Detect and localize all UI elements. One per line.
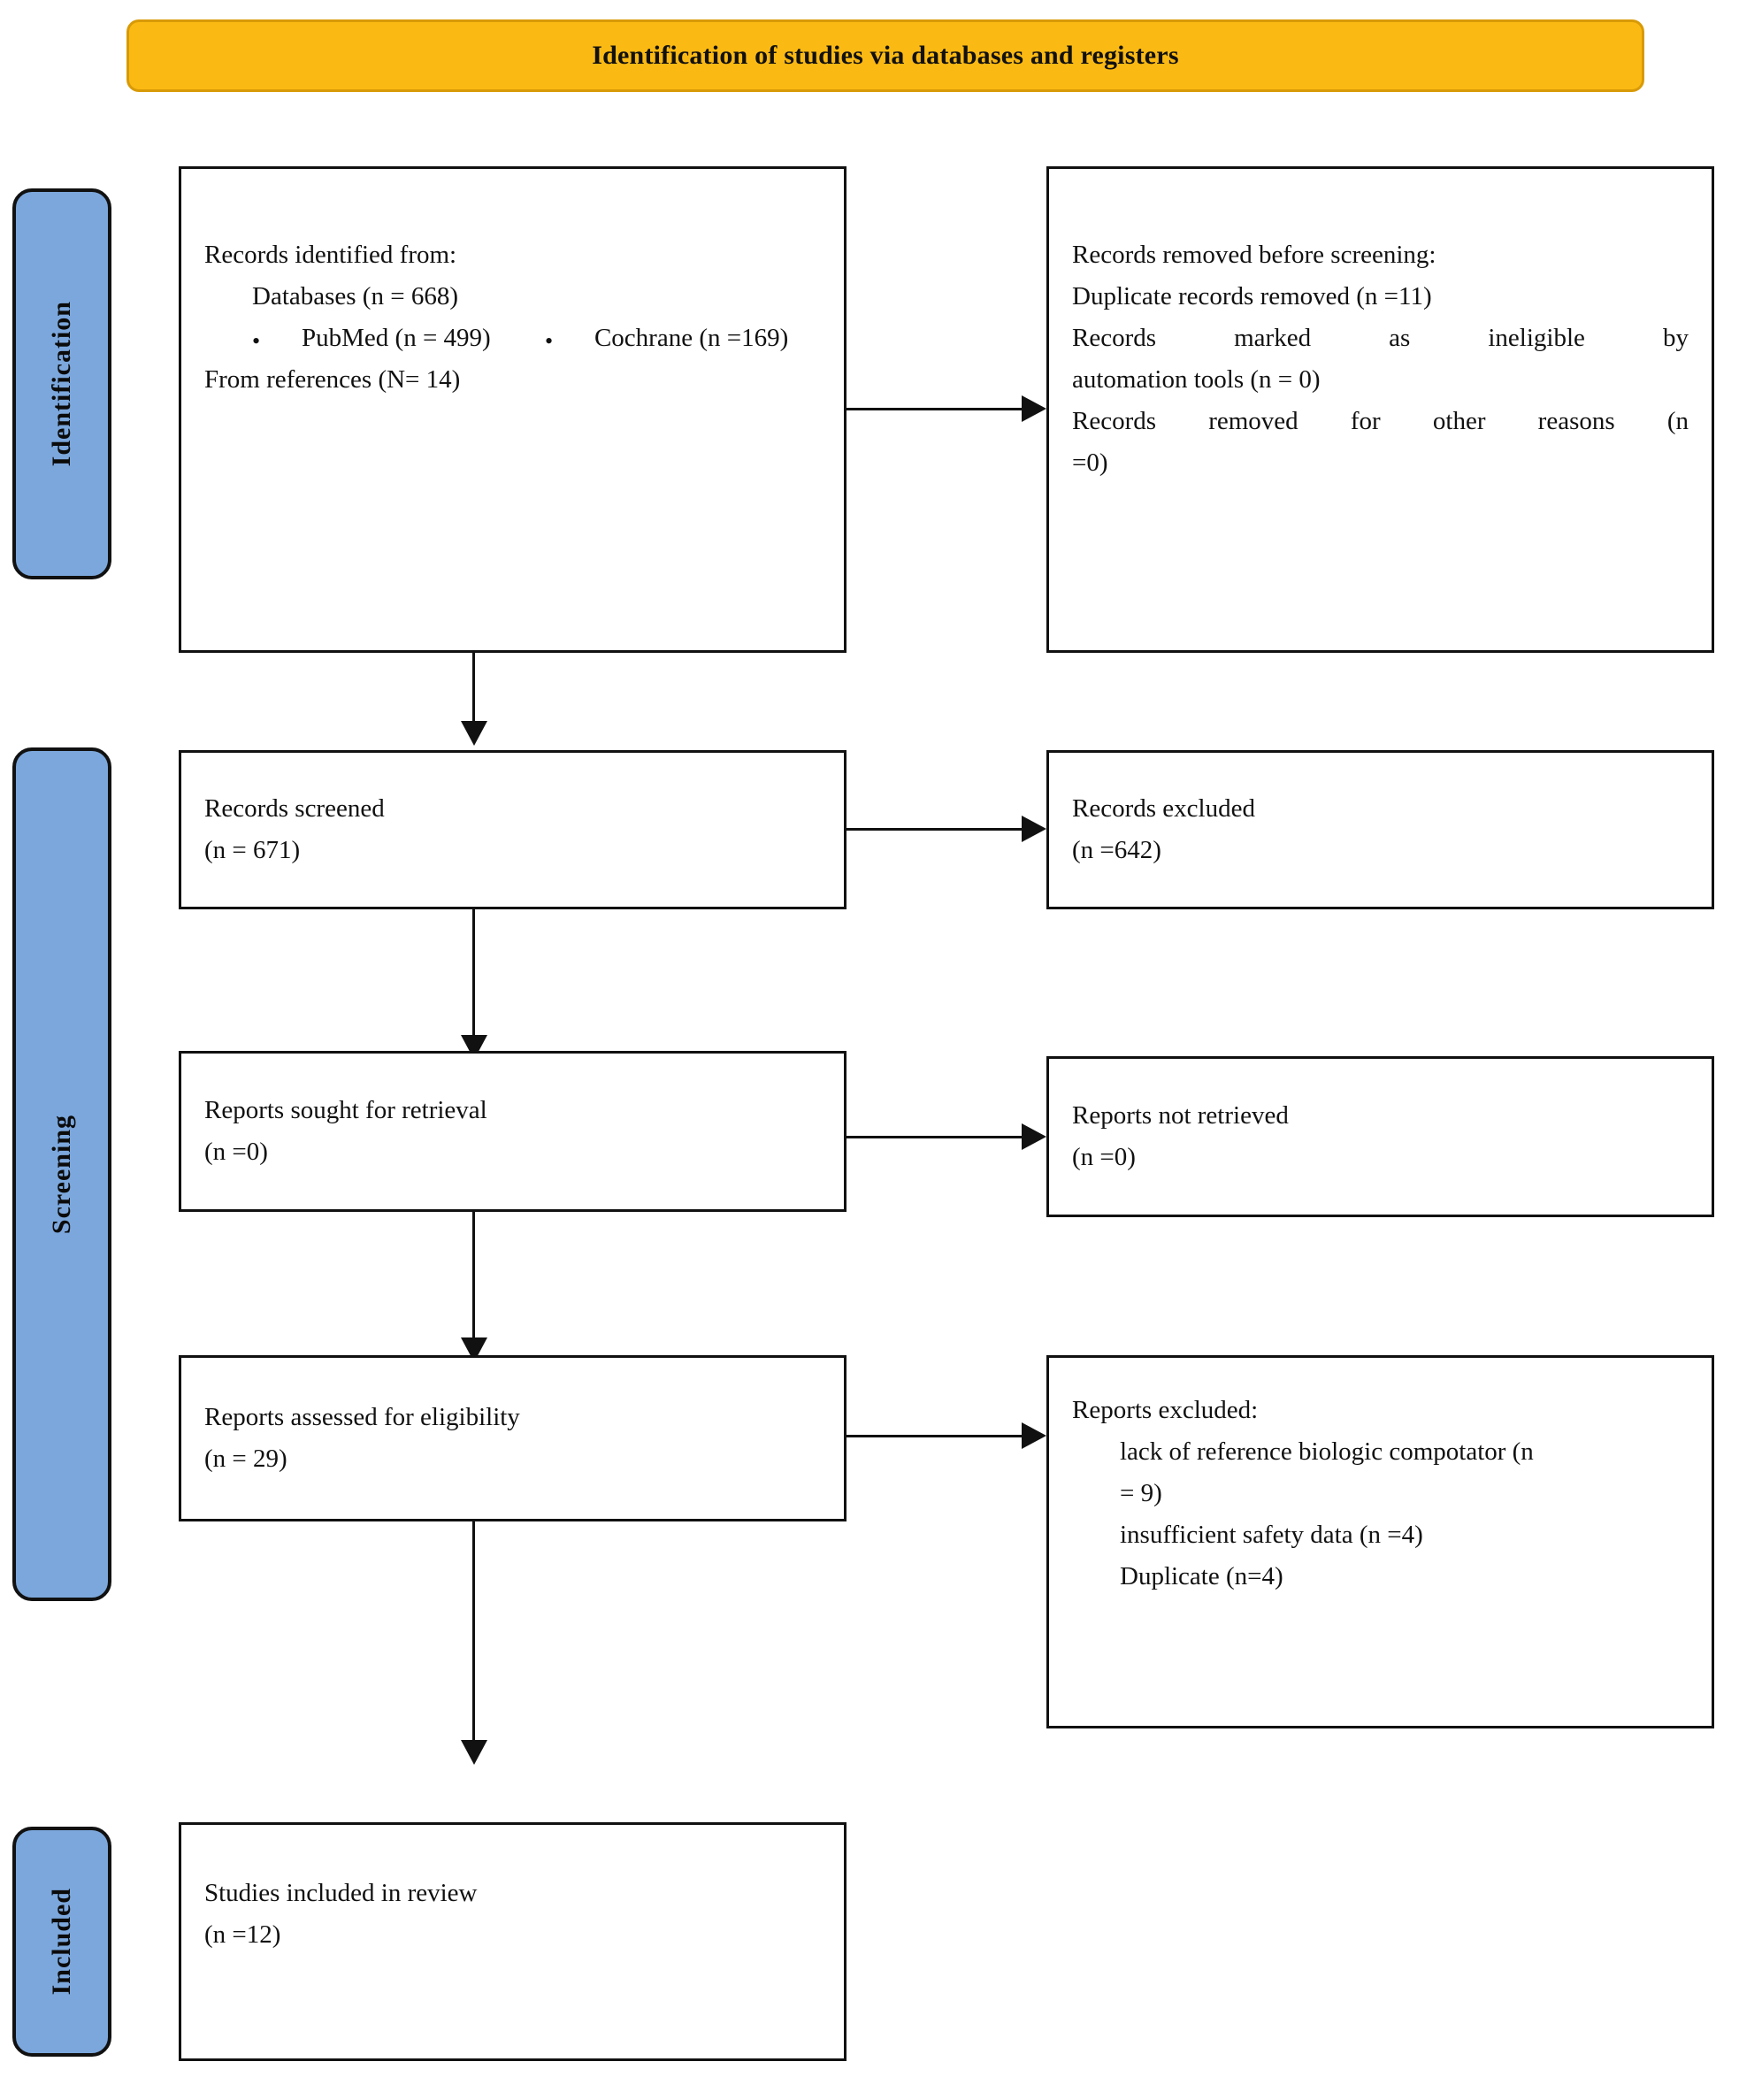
stage-label-screening: Screening [12, 747, 111, 1601]
reports-not-retrieved-count: (n =0) [1072, 1143, 1136, 1171]
arrow-screened-to-excluded-head [1022, 816, 1046, 842]
reports-assessed-label: Reports assessed for eligibility [204, 1403, 520, 1432]
reports-assessed-count: (n = 29) [204, 1445, 287, 1473]
records-removed-ineligible-line1: Records marked as ineligible by [1072, 323, 1689, 352]
stage-label-included-text: Included [47, 1888, 76, 1996]
reports-excluded-reason3: Duplicate (n=4) [1120, 1561, 1283, 1590]
stage-label-screening-text: Screening [47, 1114, 76, 1235]
arrow-identified-to-removed-shaft [847, 408, 1023, 410]
arrow-identified-to-screened-head [461, 721, 487, 746]
records-screened-count: (n = 671) [204, 836, 301, 864]
studies-included-count: (n =12) [204, 1920, 281, 1949]
reports-excluded-reason2: insufficient safety data (n =4) [1120, 1520, 1423, 1549]
arrow-sought-to-assessed-shaft [472, 1212, 475, 1340]
stage-label-identification-text: Identification [47, 301, 76, 467]
reports-sought-label: Reports sought for retrieval [204, 1096, 487, 1125]
box-reports-not-retrieved: Reports not retrieved (n =0) [1046, 1056, 1714, 1217]
box-records-screened: Records screened (n = 671) [179, 750, 847, 909]
records-identified-databases: Databases (n = 668) [252, 281, 458, 310]
records-identified-heading: Records identified from: [204, 241, 457, 269]
records-removed-duplicate: Duplicate records removed (n =11) [1072, 281, 1432, 310]
records-removed-other-line2: =0) [1072, 448, 1108, 477]
arrow-assessed-to-included-head [461, 1740, 487, 1765]
records-identified-bullet-cochrane-text: Cochrane (n =169) [594, 323, 789, 352]
records-removed-heading: Records removed before screening: [1072, 241, 1436, 269]
reports-not-retrieved-label: Reports not retrieved [1072, 1101, 1289, 1130]
box-records-removed: Records removed before screening: Duplic… [1046, 166, 1714, 653]
stage-label-identification: Identification [12, 188, 111, 579]
arrow-screened-to-sought-shaft [472, 909, 475, 1038]
arrow-identified-to-screened-shaft [472, 653, 475, 724]
box-reports-sought: Reports sought for retrieval (n =0) [179, 1051, 847, 1212]
arrow-assessed-to-excluded-shaft [847, 1435, 1023, 1437]
arrow-assessed-to-included-shaft [472, 1521, 475, 1743]
diagram-header-banner: Identification of studies via databases … [126, 19, 1644, 92]
records-removed-other-line1: Records removed for other reasons (n [1072, 406, 1689, 435]
records-identified-from-references: From references (N= 14) [204, 364, 461, 394]
box-records-excluded: Records excluded (n =642) [1046, 750, 1714, 909]
box-reports-excluded: Reports excluded: lack of reference biol… [1046, 1355, 1714, 1728]
box-records-identified: Records identified from: Databases (n = … [179, 166, 847, 653]
reports-sought-count: (n =0) [204, 1138, 268, 1166]
records-identified-bullet-pubmed: PubMed (n = 499) [204, 324, 497, 352]
arrow-identified-to-removed-head [1022, 395, 1046, 422]
diagram-title: Identification of studies via databases … [592, 41, 1179, 70]
reports-excluded-heading: Reports excluded: [1072, 1396, 1259, 1424]
records-identified-bullet-pubmed-text: PubMed (n = 499) [302, 323, 491, 352]
records-removed-ineligible-line2: automation tools (n = 0) [1072, 364, 1321, 394]
records-excluded-count: (n =642) [1072, 836, 1161, 864]
studies-included-label: Studies included in review [204, 1879, 478, 1907]
box-studies-included: Studies included in review (n =12) [179, 1822, 847, 2061]
records-excluded-label: Records excluded [1072, 794, 1255, 824]
records-identified-bullet-cochrane: Cochrane (n =169) [497, 324, 788, 352]
records-screened-label: Records screened [204, 794, 385, 824]
reports-excluded-reason1-line2: = 9) [1120, 1478, 1162, 1507]
arrow-screened-to-excluded-shaft [847, 828, 1023, 831]
reports-excluded-reason1-line1: lack of reference biologic compotator (n [1120, 1437, 1534, 1466]
stage-label-included: Included [12, 1827, 111, 2057]
arrow-assessed-to-excluded-head [1022, 1422, 1046, 1449]
arrow-sought-to-not-retrieved-shaft [847, 1136, 1023, 1138]
box-reports-assessed: Reports assessed for eligibility (n = 29… [179, 1355, 847, 1521]
arrow-sought-to-not-retrieved-head [1022, 1123, 1046, 1150]
